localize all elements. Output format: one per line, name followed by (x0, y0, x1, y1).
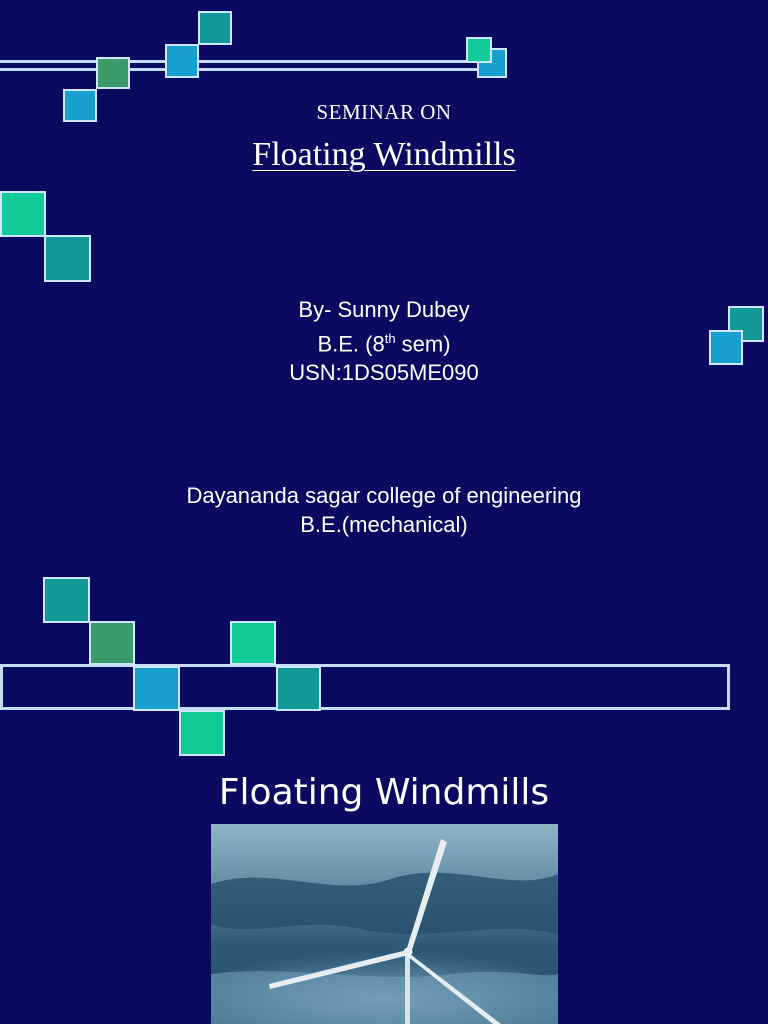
wind-turbine-image (211, 824, 558, 1024)
seminar-label: SEMINAR ON (316, 100, 452, 124)
author-usn: USN:1DS05ME090 (289, 360, 479, 386)
degree-superscript: th (384, 331, 396, 346)
degree-suffix: sem) (395, 331, 451, 357)
decorative-band (0, 664, 730, 710)
decorative-square (96, 57, 130, 89)
seminar-title: Floating Windmills (0, 136, 768, 174)
college-block: Dayananda sagar college of engineering B… (0, 481, 768, 539)
decorative-square (230, 621, 276, 665)
decorative-square (198, 11, 232, 45)
decorative-square (0, 191, 46, 237)
top-decorative-line (0, 60, 480, 63)
author-degree: B.E. (8th sem) (0, 324, 768, 358)
wind-turbine-photo (211, 824, 558, 1024)
author-by-line: By- Sunny Dubey (298, 297, 470, 322)
decorative-square (89, 621, 135, 665)
decorative-square (276, 666, 321, 711)
decorative-square (179, 710, 225, 756)
decorative-square (709, 330, 743, 365)
decorative-square (63, 89, 97, 122)
decorative-square (133, 666, 180, 711)
college-branch: B.E.(mechanical) (300, 512, 468, 537)
decorative-square (44, 235, 91, 282)
decorative-square (728, 306, 764, 342)
decorative-square (466, 37, 492, 63)
seminar-title-text: Floating Windmills (252, 136, 516, 173)
author-block: By- Sunny Dubey B.E. (8th sem) USN:1DS05… (0, 295, 768, 387)
degree-prefix: B.E. (8 (317, 331, 385, 357)
decorative-square (43, 577, 90, 623)
decorative-square (165, 44, 199, 78)
college-name: Dayananda sagar college of engineering (186, 483, 582, 508)
top-decorative-line (0, 68, 480, 71)
section-title: Floating Windmills (218, 772, 550, 813)
